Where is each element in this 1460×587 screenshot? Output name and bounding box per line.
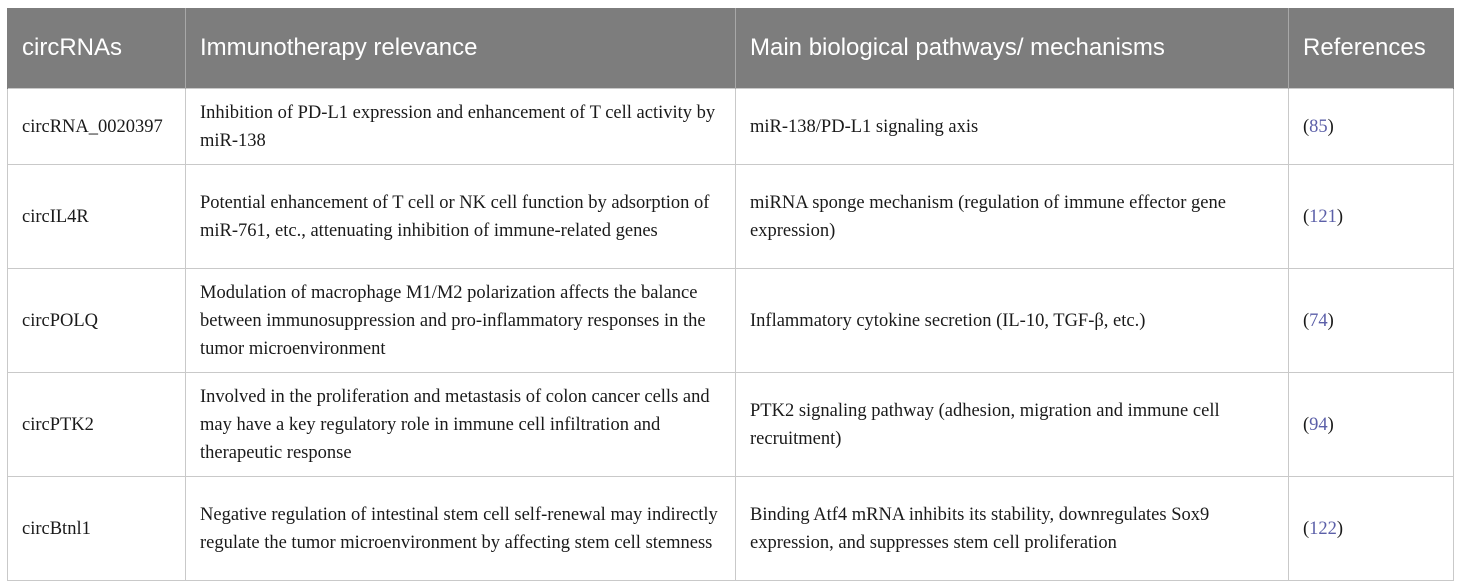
cell-relevance: Involved in the proliferation and metast… <box>185 372 736 477</box>
cell-reference: (74) <box>1288 268 1454 373</box>
cell-relevance: Modulation of macrophage M1/M2 polarizat… <box>185 268 736 373</box>
cell-circrna: circPOLQ <box>7 268 186 373</box>
header-circrnas: circRNAs <box>7 8 186 89</box>
cell-circrna: circPTK2 <box>7 372 186 477</box>
table-row: circPTK2 Involved in the proliferation a… <box>7 372 1454 477</box>
cell-pathway: Binding Atf4 mRNA inhibits its stability… <box>735 476 1289 581</box>
reference-link[interactable]: 74 <box>1309 310 1328 331</box>
cell-circrna: circIL4R <box>7 164 186 269</box>
cell-pathway: miR-138/PD-L1 signaling axis <box>735 88 1289 165</box>
circrna-table: circRNAs Immunotherapy relevance Main bi… <box>7 8 1454 581</box>
table-body: circRNA_0020397 Inhibition of PD-L1 expr… <box>7 88 1454 581</box>
cell-relevance: Negative regulation of intestinal stem c… <box>185 476 736 581</box>
table-row: circBtnl1 Negative regulation of intesti… <box>7 476 1454 581</box>
reference-link[interactable]: 121 <box>1309 206 1337 227</box>
header-immunotherapy-relevance: Immunotherapy relevance <box>185 8 736 89</box>
cell-reference: (121) <box>1288 164 1454 269</box>
cell-reference: (85) <box>1288 88 1454 165</box>
cell-relevance: Inhibition of PD-L1 expression and enhan… <box>185 88 736 165</box>
cell-circrna: circRNA_0020397 <box>7 88 186 165</box>
cell-pathway: Inflammatory cytokine secretion (IL-10, … <box>735 268 1289 373</box>
cell-reference: (94) <box>1288 372 1454 477</box>
table-row: circIL4R Potential enhancement of T cell… <box>7 164 1454 269</box>
table-row: circPOLQ Modulation of macrophage M1/M2 … <box>7 268 1454 373</box>
header-row: circRNAs Immunotherapy relevance Main bi… <box>7 8 1454 89</box>
header-references: References <box>1288 8 1454 89</box>
cell-pathway: miRNA sponge mechanism (regulation of im… <box>735 164 1289 269</box>
header-main-pathways: Main biological pathways/ mechanisms <box>735 8 1289 89</box>
cell-circrna: circBtnl1 <box>7 476 186 581</box>
reference-link[interactable]: 94 <box>1309 414 1328 435</box>
table-header: circRNAs Immunotherapy relevance Main bi… <box>7 8 1454 89</box>
data-table-container: circRNAs Immunotherapy relevance Main bi… <box>7 8 1454 581</box>
cell-reference: (122) <box>1288 476 1454 581</box>
cell-pathway: PTK2 signaling pathway (adhesion, migrat… <box>735 372 1289 477</box>
reference-link[interactable]: 85 <box>1309 116 1328 137</box>
reference-link[interactable]: 122 <box>1309 518 1337 539</box>
table-row: circRNA_0020397 Inhibition of PD-L1 expr… <box>7 88 1454 165</box>
cell-relevance: Potential enhancement of T cell or NK ce… <box>185 164 736 269</box>
